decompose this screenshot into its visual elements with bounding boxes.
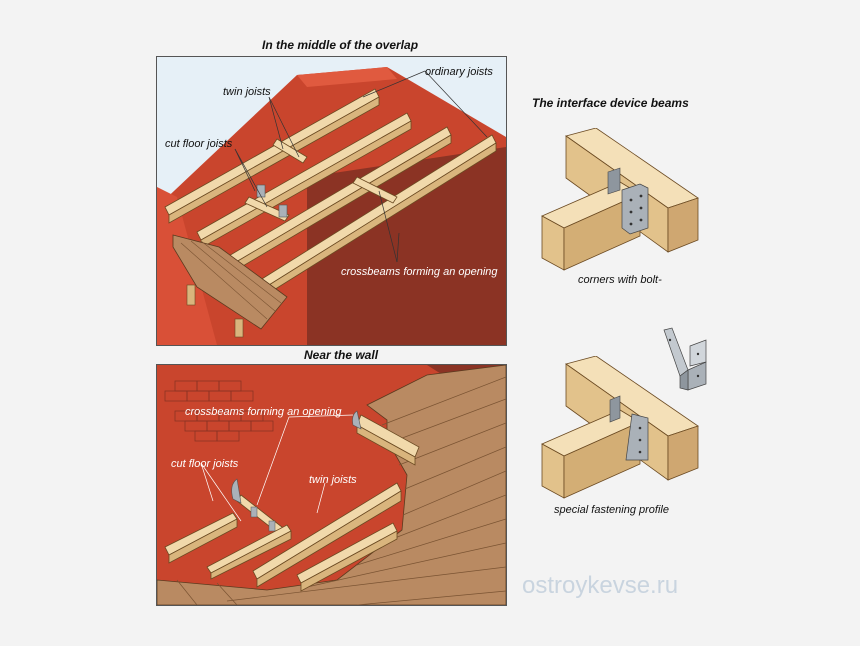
beams-group [164,410,420,592]
bolt-bracket [621,183,649,235]
top-panel-title: In the middle of the overlap [262,38,419,52]
watermark: ostroykevse.ru [522,572,679,599]
fastening-profile-icon [663,327,707,391]
plank-lines [176,376,506,605]
right-column-title: The interface device beams [532,96,689,110]
bottom-panel-title: Near the wall [304,348,379,362]
label-twin-joists: twin joists [223,86,271,98]
floorboard-slab [172,234,288,330]
label-crossbeams-bottom: crossbeams forming an opening [185,406,342,418]
label-cut-floor-joists: cut floor joists [165,138,233,150]
joists-group [164,88,497,299]
leader-lines [234,70,488,263]
label-twin-joists-bottom: twin joists [309,474,357,486]
label-ordinary-joists: ordinary joists [425,66,493,78]
fastening-profile-detail [541,356,699,499]
overlap-diagram-panel: ordinary joists twin joists cut floor jo… [156,56,507,346]
bolted-corner-detail [541,128,699,271]
brick-pattern [164,380,274,442]
label-cut-floor-joists-bottom: cut floor joists [171,458,239,470]
wall-diagram: crossbeams forming an opening cut floor … [157,365,506,605]
label-crossbeams: crossbeams forming an opening [341,266,498,278]
overlap-diagram: ordinary joists twin joists cut floor jo… [157,57,506,345]
fastening-profile [625,413,649,461]
bottom-leader-lines [200,414,354,522]
caption-bolted-corner: corners with bolt- [578,274,662,286]
caption-fastening-profile: special fastening profile [554,504,669,516]
wall-diagram-panel: crossbeams forming an opening cut floor … [156,364,507,606]
